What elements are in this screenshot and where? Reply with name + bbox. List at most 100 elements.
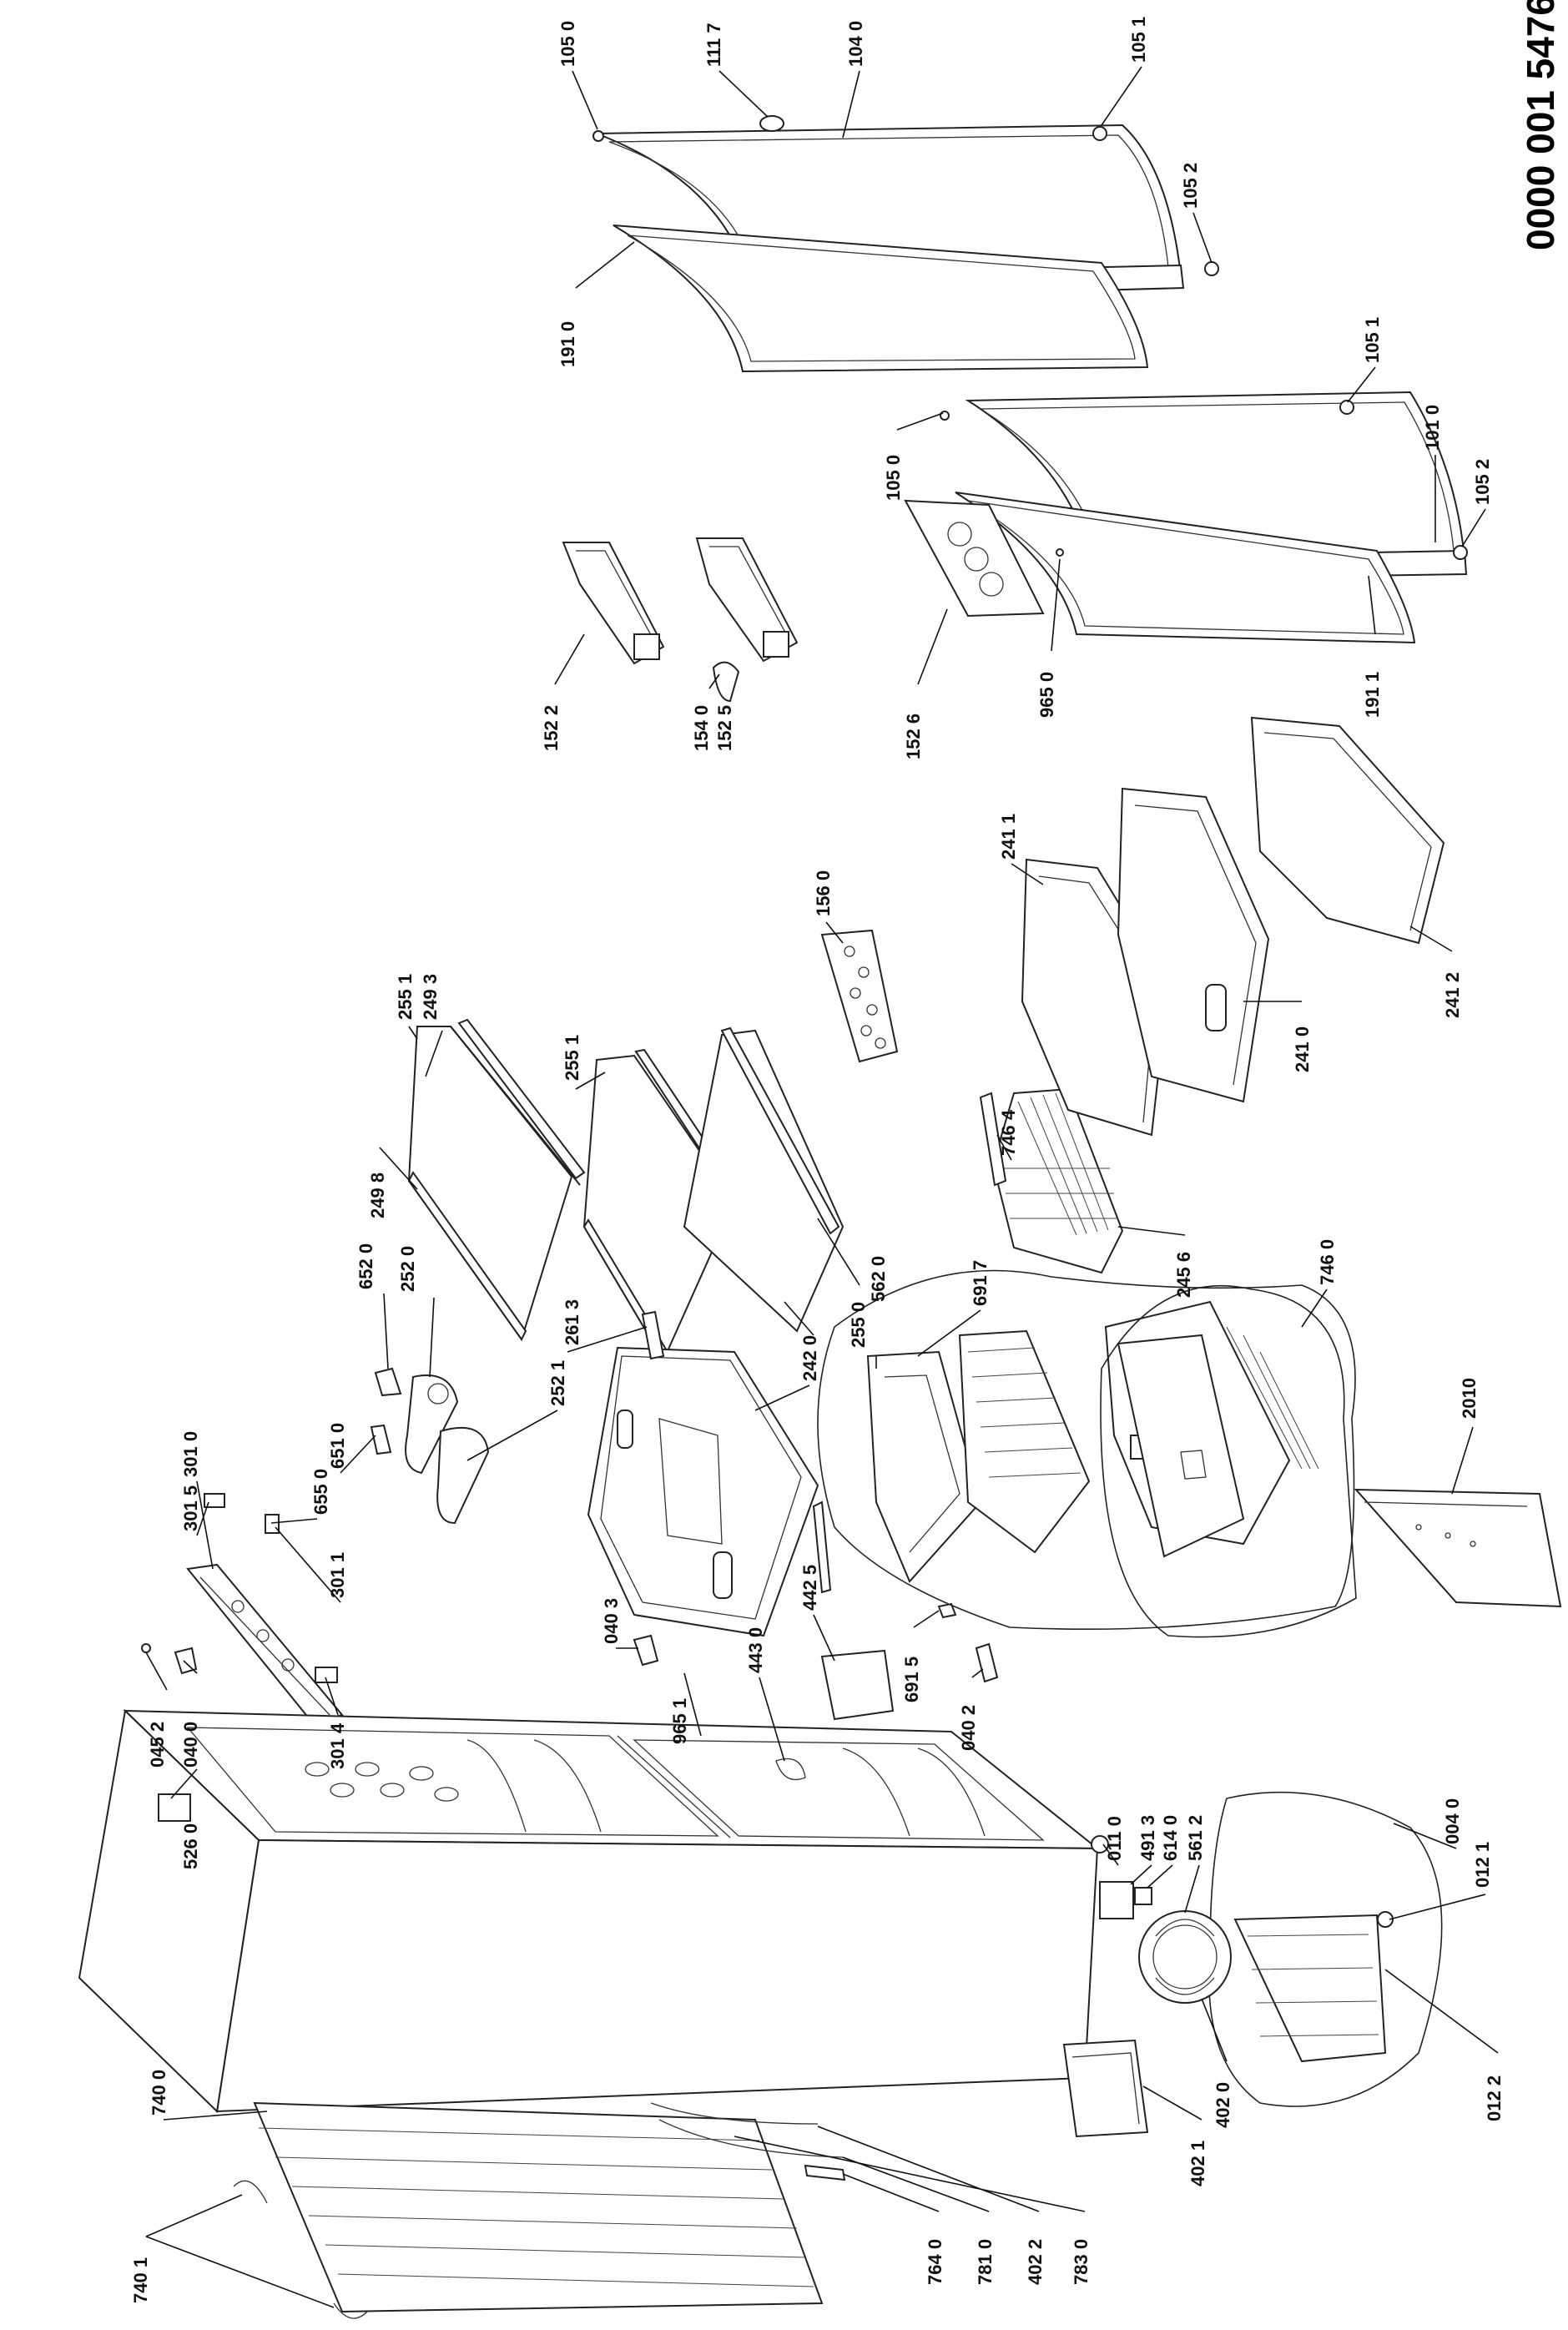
part-label: 402 1 [1187, 2141, 1208, 2186]
part-label: 245 6 [1173, 1252, 1194, 1298]
part-label: 491 3 [1137, 1815, 1158, 1861]
magnet-bar [812, 1500, 832, 1594]
fan-motor [820, 1649, 895, 1721]
door-balcony-upper [562, 542, 665, 665]
crisper-drawer [587, 1346, 819, 1637]
part-label: 965 0 [1036, 672, 1057, 718]
part-label: 105 0 [883, 455, 904, 501]
part-label: 301 4 [327, 1722, 348, 1769]
clip-icon [937, 1602, 957, 1619]
part-label: 105 2 [1472, 459, 1493, 505]
part-label: 040 2 [958, 1705, 979, 1751]
part-label: 241 2 [1442, 972, 1463, 1018]
evaporator [958, 1329, 1091, 1554]
part-label: 152 5 [714, 705, 735, 751]
part-label: 104 0 [845, 21, 866, 67]
evaporator-bracket [979, 1092, 1007, 1187]
part-label: 252 1 [547, 1360, 568, 1406]
part-label: 249 3 [420, 974, 441, 1020]
part-label: 655 0 [310, 1469, 331, 1515]
part-label: 301 0 [180, 1431, 201, 1477]
hinge-bush-icon [1092, 126, 1107, 141]
part-label: 740 1 [130, 2257, 151, 2303]
part-label: 652 0 [355, 1243, 376, 1289]
part-label: 261 3 [562, 1299, 582, 1345]
part-label: 012 1 [1472, 1842, 1493, 1888]
compressor-plate [1233, 1911, 1394, 2063]
part-label: 242 0 [799, 1335, 820, 1381]
relay-assembly [1099, 1881, 1152, 1919]
part-label: 040 3 [601, 1598, 622, 1644]
part-label: 249 8 [367, 1173, 388, 1218]
leader-lines [145, 66, 1499, 2308]
hinge-lower [975, 1642, 999, 1683]
hinge-screw-icon [592, 130, 604, 142]
part-label: 443 0 [745, 1627, 766, 1673]
part-label: 255 0 [848, 1302, 869, 1348]
part-label: 965 1 [669, 1698, 690, 1744]
part-label: 526 0 [180, 1823, 201, 1869]
part-label: 004 0 [1442, 1798, 1463, 1844]
control-panel [186, 1493, 344, 1725]
egg-tray [820, 929, 899, 1063]
part-label: 783 0 [1071, 2239, 1092, 2285]
part-label: 241 1 [998, 814, 1019, 860]
fan-cover [866, 1350, 982, 1583]
part-label: 402 2 [1025, 2239, 1046, 2285]
part-label: 562 0 [868, 1256, 889, 1302]
part-label: 105 0 [557, 21, 578, 67]
cabinet [78, 1708, 1109, 2114]
part-label: 012 2 [1484, 2075, 1505, 2121]
part-label: 746 0 [1317, 1239, 1338, 1285]
part-label: 191 0 [557, 321, 578, 367]
part-label: 152 6 [903, 714, 924, 759]
drip-tray [1062, 2039, 1149, 2138]
part-label: 105 1 [1362, 317, 1383, 363]
part-label: 301 1 [327, 1552, 348, 1598]
part-label: 614 0 [1160, 1815, 1181, 1861]
part-label: 651 0 [327, 1423, 348, 1469]
bottle-stopper [712, 661, 740, 703]
hinge-bush-icon [1339, 400, 1354, 415]
part-label: 101 0 [1422, 405, 1443, 451]
refrigerant-tubes [650, 2102, 846, 2181]
door-balcony-lower [695, 537, 799, 663]
part-label: 746 4 [998, 1109, 1019, 1156]
compressor [1138, 1910, 1232, 2004]
evaporator-cover [1117, 1334, 1245, 1558]
part-label: 252 0 [397, 1246, 418, 1292]
glass-shelf-upper [407, 1018, 586, 1342]
crisper-cover [641, 1310, 665, 1360]
part-label: 241 0 [1292, 1026, 1313, 1072]
hinge-middle [633, 1634, 659, 1667]
part-label: 764 0 [925, 2239, 945, 2285]
part-label: 191 1 [1362, 672, 1383, 718]
part-label: 781 0 [975, 2239, 996, 2285]
magnet-icon [1056, 548, 1064, 557]
part-label: 040 0 [180, 1722, 201, 1768]
part-label: 105 1 [1128, 17, 1149, 63]
condenser [233, 2101, 824, 2319]
part-label: 154 0 [691, 705, 712, 751]
upper-door-gasket [613, 224, 1149, 373]
hinge-bush-icon [1453, 545, 1468, 560]
fan-blade [775, 1758, 806, 1781]
part-label: 011 0 [1104, 1816, 1125, 1861]
part-label: 442 5 [799, 1565, 820, 1611]
screw-icon [141, 1643, 151, 1653]
back-cover [1354, 1488, 1562, 1608]
lower-door-gasket [955, 492, 1416, 644]
part-label: 156 0 [813, 870, 834, 916]
part-label: 105 2 [1180, 163, 1201, 209]
part-label: 402 0 [1213, 2082, 1233, 2128]
part-label: 045 2 [147, 1722, 168, 1768]
document-id: 0000 001 54764 [1519, 0, 1562, 250]
part-label: 152 2 [541, 705, 562, 751]
part-label: 255 1 [395, 974, 416, 1020]
part-label: 111 7 [703, 23, 724, 67]
freezer-drawer-lower [1250, 716, 1445, 945]
hinge-bush-icon [1204, 261, 1219, 276]
part-label: 255 1 [562, 1035, 582, 1081]
